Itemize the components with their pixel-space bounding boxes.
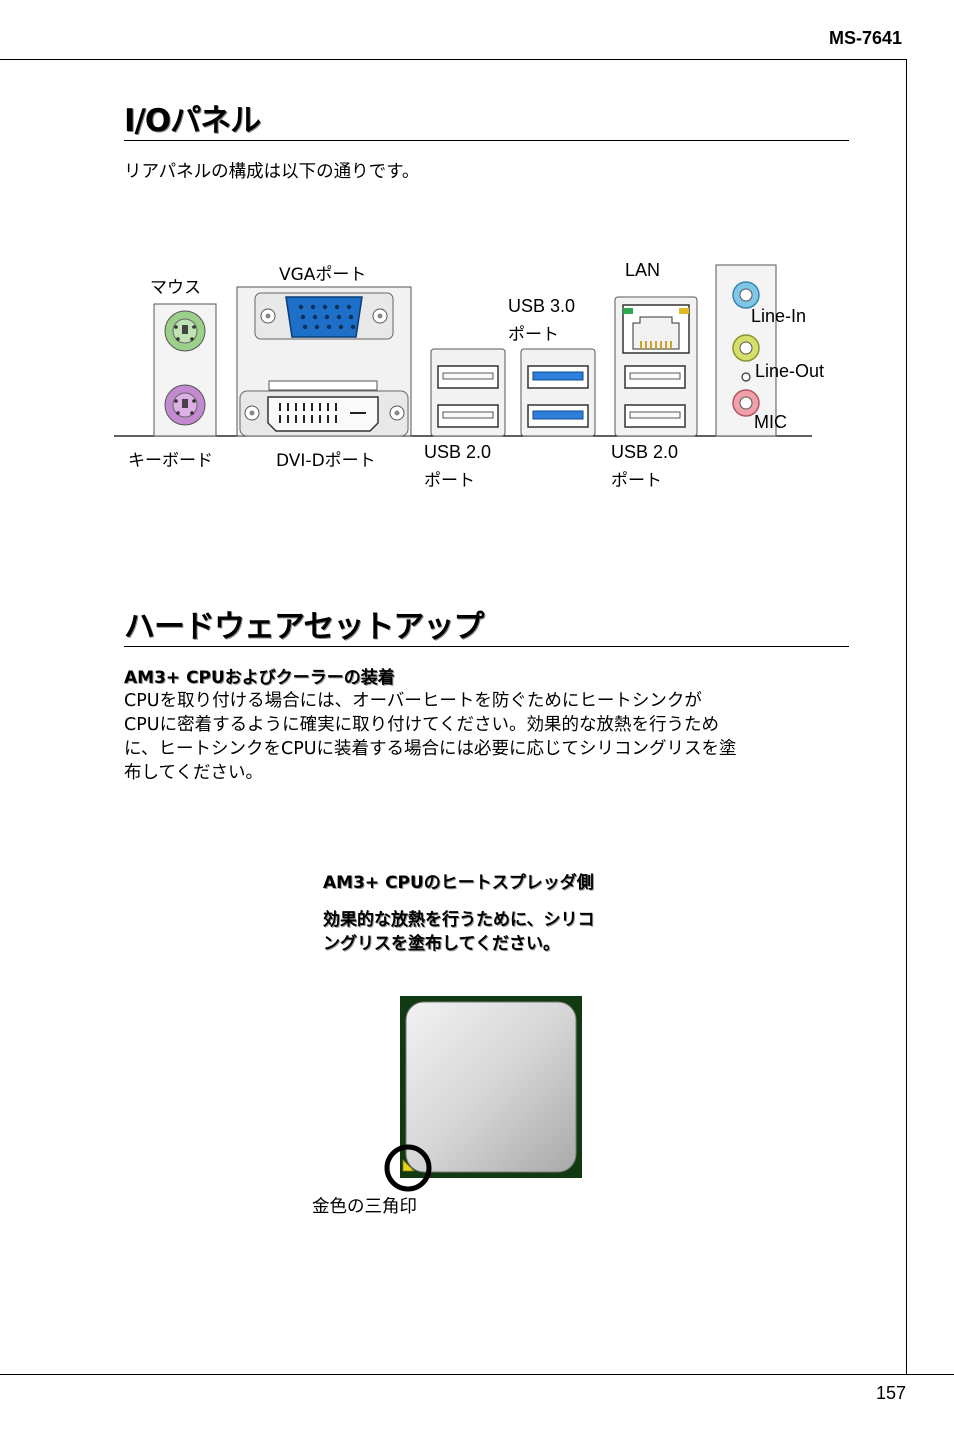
bottom-rule bbox=[0, 1374, 954, 1375]
label-usb3-line1: USB 3.0 bbox=[508, 296, 576, 316]
gold-triangle-marker bbox=[402, 1159, 415, 1172]
label-usb3-line2: ポート bbox=[508, 325, 559, 345]
video-ports bbox=[236, 286, 412, 437]
paragraph-line: に、ヒートシンクをCPUに装着する場合には必要に応じてシリコングリスを塗 bbox=[124, 739, 737, 759]
label-line-in: Line-In bbox=[751, 306, 807, 326]
caption-line: ングリスを塗布してください。 bbox=[323, 934, 560, 954]
paragraph-line: 布してください。 bbox=[124, 763, 263, 783]
label-keyboard: キーボード bbox=[128, 451, 213, 471]
cpu-illustration bbox=[384, 996, 582, 1192]
model-number: MS-7641 bbox=[828, 28, 902, 48]
label-usb2b-line2: ポート bbox=[611, 471, 662, 491]
page-number: 157 bbox=[876, 1383, 907, 1403]
gold-triangle-label: 金色の三角印 bbox=[312, 1197, 417, 1217]
label-usb2b-line1: USB 2.0 bbox=[611, 442, 679, 462]
label-lan: LAN bbox=[625, 260, 661, 280]
label-usb2a-line2: ポート bbox=[424, 471, 475, 491]
label-line-out: Line-Out bbox=[755, 361, 825, 381]
label-mouse: マウス bbox=[150, 278, 201, 298]
paragraph-line: CPUを取り付ける場合には、オーバーヒートを防ぐためにヒートシンクが bbox=[124, 691, 702, 711]
cpu-install-paragraph: CPUを取り付ける場合には、オーバーヒートを防ぐためにヒートシンクが CPUに密… bbox=[124, 689, 737, 785]
paragraph-line: CPUに密着するように確実に取り付けてください。効果的な放熱を行うため bbox=[124, 715, 720, 735]
usb2-ports-left bbox=[430, 348, 506, 437]
cpu-install-subtitle: AM3+ CPUおよびクーラーの装着 bbox=[124, 668, 395, 688]
ps2-ports bbox=[153, 303, 217, 437]
lan-usb-ports bbox=[614, 296, 698, 437]
io-panel-heading: I/Oパネル bbox=[124, 103, 261, 139]
io-intro-text: リアパネルの構成は以下の通りです。 bbox=[124, 162, 420, 182]
hardware-heading: ハードウェアセットアップ bbox=[124, 609, 484, 645]
io-heading-rule bbox=[124, 140, 849, 141]
label-dvi: DVI-Dポート bbox=[276, 451, 376, 471]
io-panel-diagram bbox=[114, 264, 812, 437]
top-rule bbox=[0, 59, 906, 60]
label-vga: VGAポート bbox=[279, 265, 367, 285]
triangle-highlight-circle bbox=[384, 1144, 432, 1192]
cpu-caption-title: AM3+ CPUのヒートスプレッダ側 bbox=[323, 873, 594, 893]
cpu-caption-text: 効果的な放熱を行うために、シリコ ングリスを塗布してください。 bbox=[323, 908, 595, 956]
label-mic: MIC bbox=[754, 412, 787, 432]
right-rule bbox=[906, 59, 907, 1375]
usb3-ports bbox=[520, 348, 596, 437]
caption-line: 効果的な放熱を行うために、シリコ bbox=[323, 910, 595, 930]
audio-jacks bbox=[715, 264, 777, 437]
label-usb2a-line1: USB 2.0 bbox=[424, 442, 492, 462]
hardware-heading-rule bbox=[124, 646, 849, 647]
